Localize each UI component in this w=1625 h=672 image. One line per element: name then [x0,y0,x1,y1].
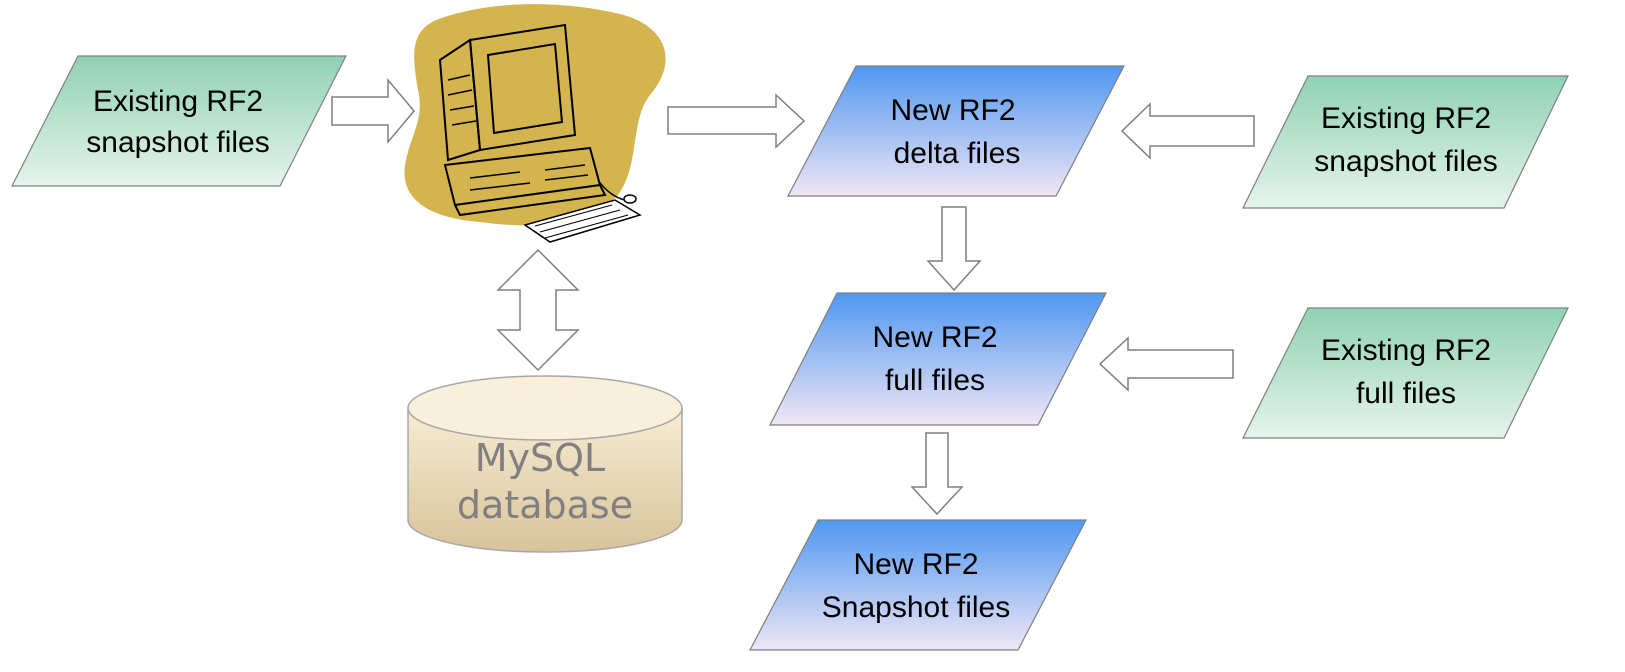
new-snapshot-files-output: New RF2 Snapshot files [749,519,1087,651]
existing-full-line1: Existing RF2 [1321,334,1491,367]
mysql-database-cylinder: MySQL database [407,375,683,553]
new-delta-line1: New RF2 [890,94,1015,127]
new-delta-files-output: New RF2 delta files [787,65,1125,197]
arrow-full-to-snapshot [910,432,964,516]
new-snapshot-line1: New RF2 [853,548,978,581]
existing-snapshot-left-line2: snapshot files [86,126,269,159]
new-full-files-output: New RF2 full files [769,292,1107,426]
arrow-input-to-computer [331,77,415,145]
new-snapshot-line2: Snapshot files [822,591,1010,624]
existing-snapshot-right-line2: snapshot files [1314,145,1497,178]
arrow-existing-full-to-full [1098,336,1234,392]
computer-clipart-icon [404,4,666,243]
new-full-line2: full files [885,364,985,397]
arrow-existing-snapshot-to-delta [1120,102,1255,160]
existing-full-line2: full files [1356,377,1456,410]
new-full-line1: New RF2 [872,321,997,354]
existing-full-input-right: Existing RF2 full files [1242,307,1569,439]
arrow-computer-to-delta [667,93,806,149]
database-label-line2: database [457,483,633,527]
existing-snapshot-right-line1: Existing RF2 [1321,102,1491,135]
arrow-delta-to-full [926,206,982,292]
database-label-line1: MySQL [475,436,605,480]
existing-snapshot-left-line1: Existing RF2 [93,85,263,118]
arrow-computer-database-bidirectional [496,248,580,372]
existing-snapshot-input-left: Existing RF2 snapshot files [11,55,347,187]
new-delta-line2: delta files [894,137,1021,170]
existing-snapshot-input-right: Existing RF2 snapshot files [1242,75,1569,209]
